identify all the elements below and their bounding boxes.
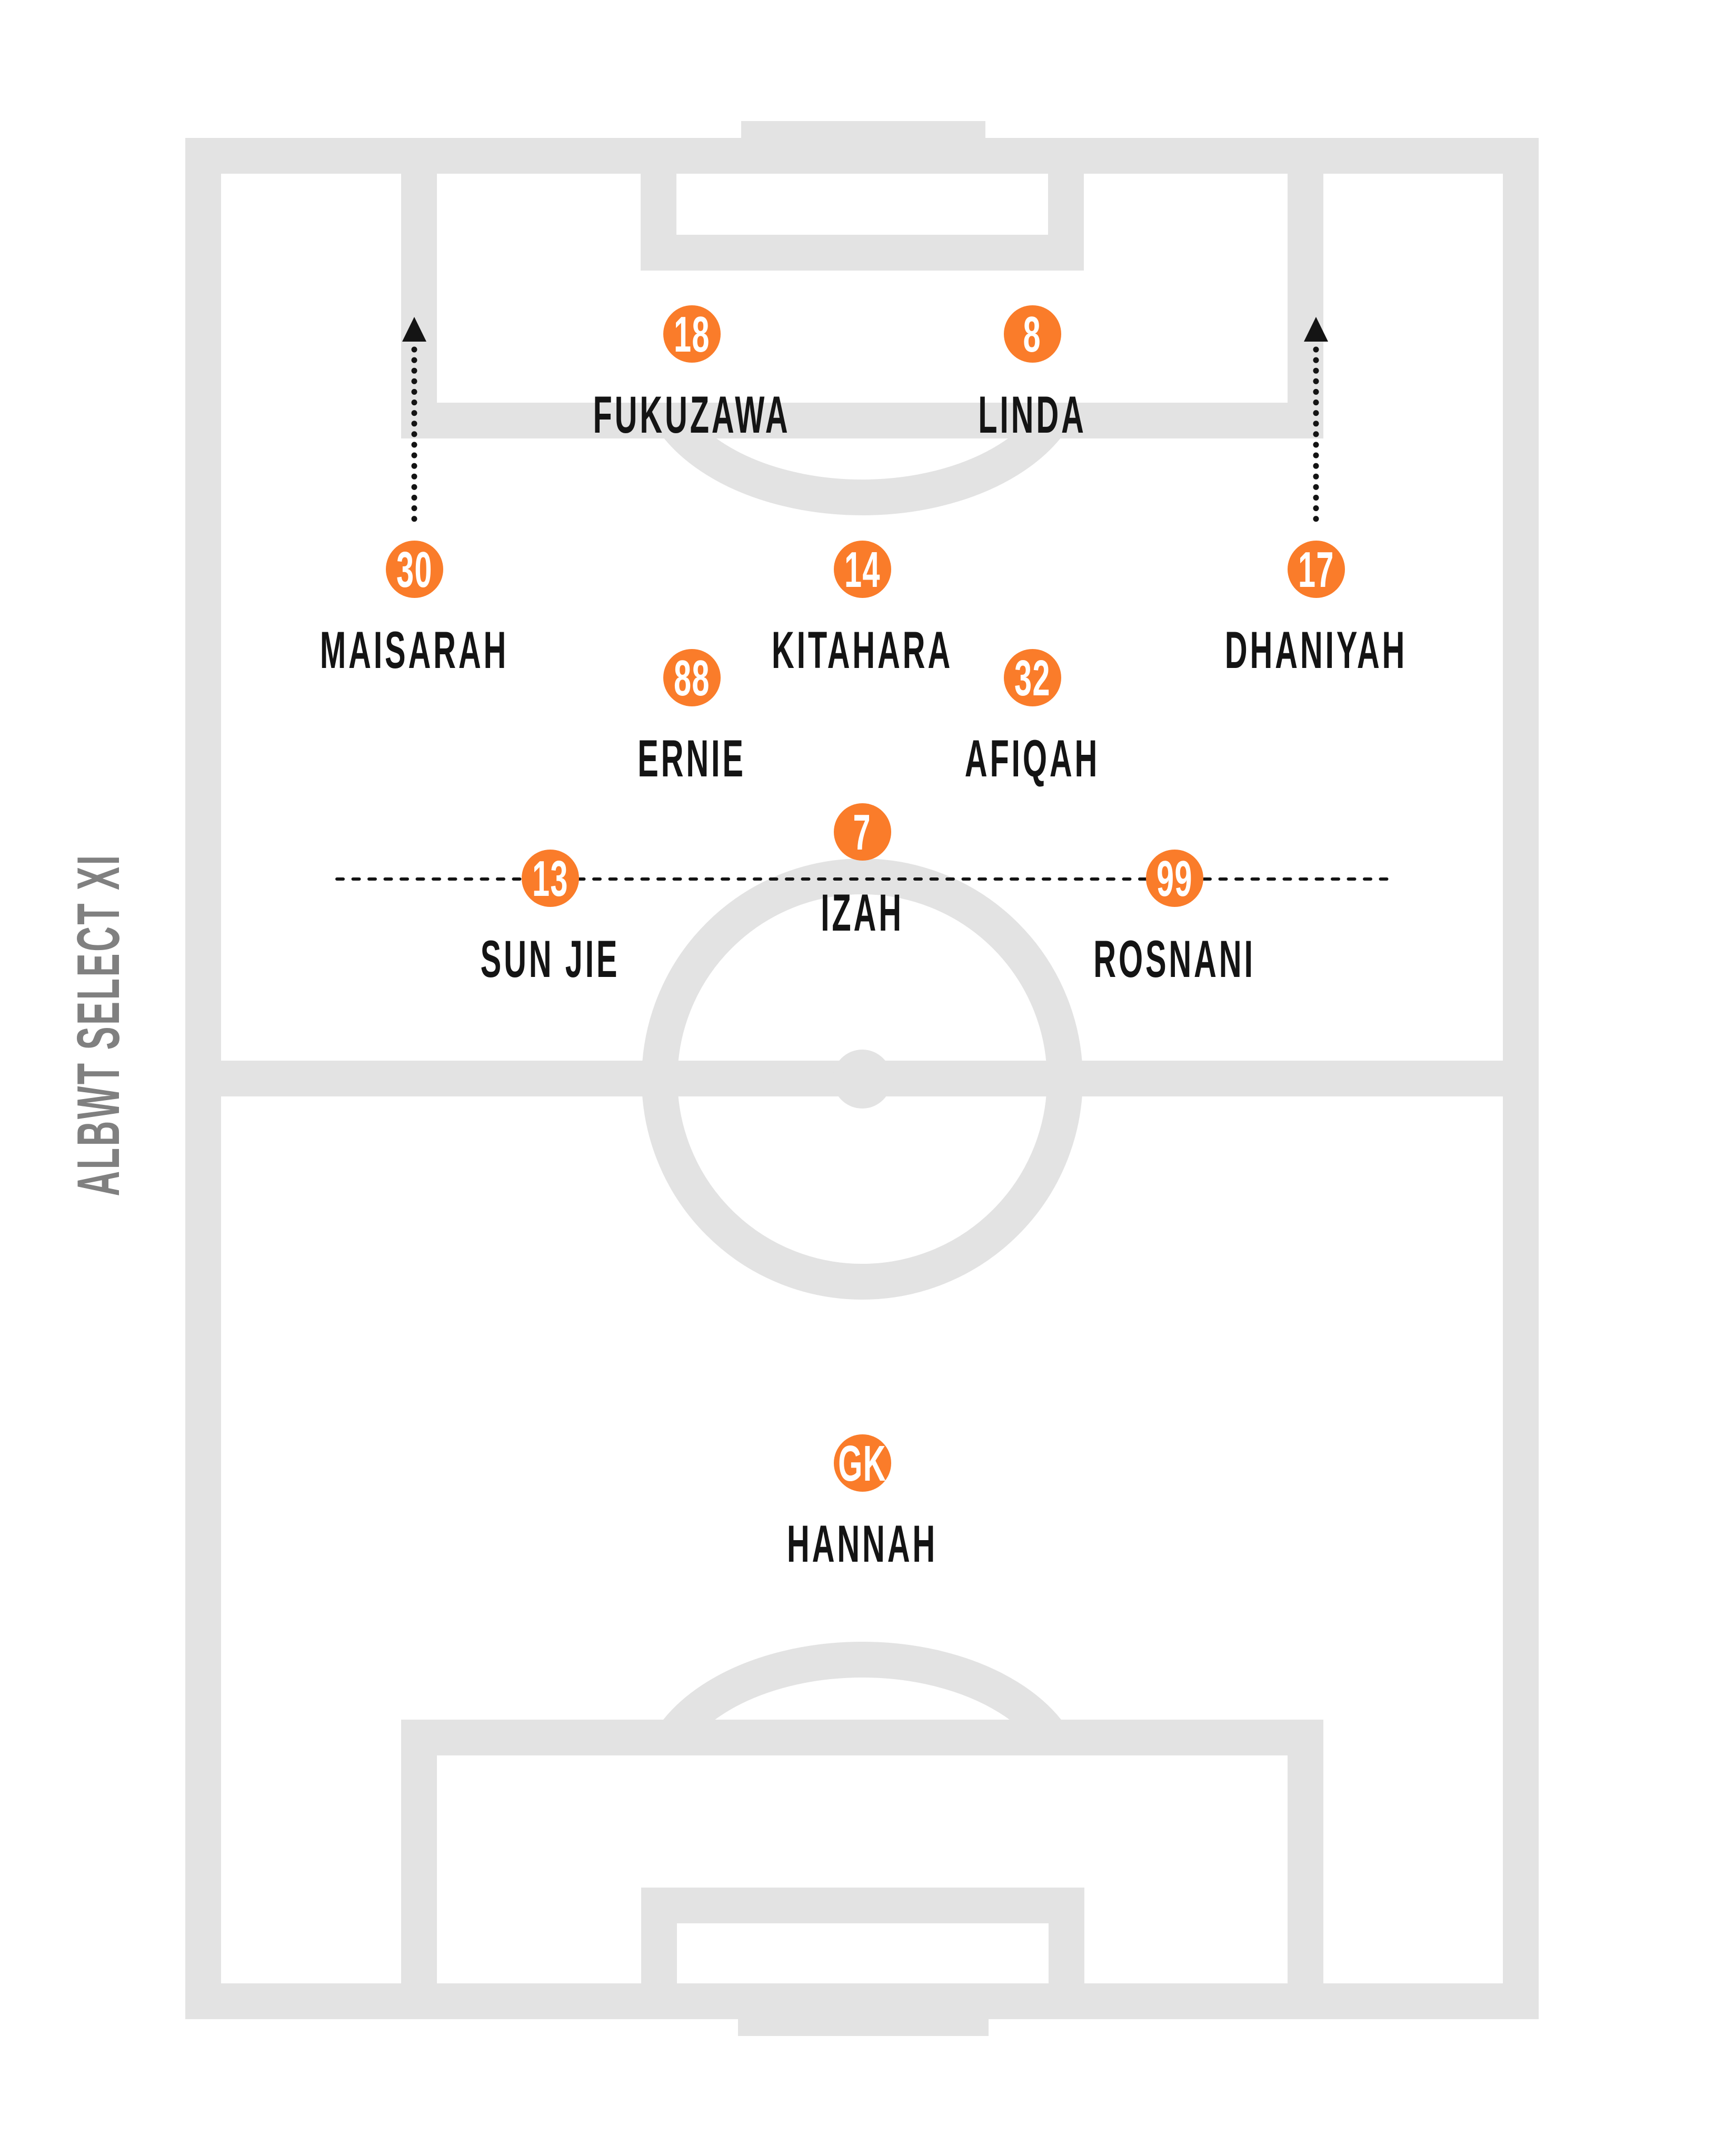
number-badge: 30 [385, 540, 443, 598]
player-number: GK [838, 1435, 886, 1492]
number-badge: 8 [1003, 305, 1061, 363]
player-number: 13 [532, 851, 569, 907]
number-badge: GK [833, 1434, 891, 1492]
number-badge: 7 [833, 803, 891, 861]
player-name: KITAHARA [771, 621, 953, 679]
player-number: 30 [396, 542, 433, 598]
player-name: IZAH [821, 883, 904, 942]
bottom-six-yard-box [641, 1888, 1084, 2001]
player-number: 88 [673, 650, 710, 706]
player-number: 17 [1298, 542, 1334, 598]
run-arrow-right [1304, 317, 1328, 523]
number-badge: 32 [1003, 648, 1061, 706]
number-badge: 13 [521, 849, 579, 907]
player-name: SUN JIE [480, 930, 620, 988]
number-badge: 88 [663, 648, 721, 706]
player-name: FUKUZAWA [593, 385, 791, 444]
player-number: 8 [1023, 306, 1042, 363]
bottom-penalty-arc [664, 1642, 1061, 1720]
player-name: ROSNANI [1093, 930, 1255, 988]
arrow-up-icon [402, 317, 426, 342]
number-badge: 99 [1145, 849, 1203, 907]
team-title: ALBWT SELECT XI [65, 853, 132, 1196]
player-number: 32 [1014, 650, 1051, 706]
run-arrow-left [402, 317, 426, 523]
player-number: 18 [673, 306, 710, 363]
top-penalty-arc [664, 438, 1061, 515]
bottom-penalty-box [401, 1720, 1323, 2001]
center-circle [642, 859, 1083, 1300]
player-name: LINDA [978, 385, 1086, 444]
center-spot [833, 1050, 892, 1109]
player-number: 99 [1156, 851, 1193, 907]
player-name: MAISARAH [320, 621, 509, 679]
player-name: AFIQAH [964, 729, 1100, 787]
player-name: HANNAH [786, 1514, 938, 1573]
arrow-up-icon [1304, 317, 1328, 342]
top-six-yard-box [641, 156, 1084, 271]
number-badge: 17 [1287, 540, 1345, 598]
number-badge: 18 [663, 305, 721, 363]
player-name: DHANIYAH [1224, 621, 1408, 679]
top-penalty-box [401, 156, 1323, 438]
number-badge: 14 [833, 540, 891, 598]
player-number: 7 [853, 804, 872, 861]
player-number: 14 [844, 542, 881, 598]
player-name: ERNIE [637, 729, 746, 787]
